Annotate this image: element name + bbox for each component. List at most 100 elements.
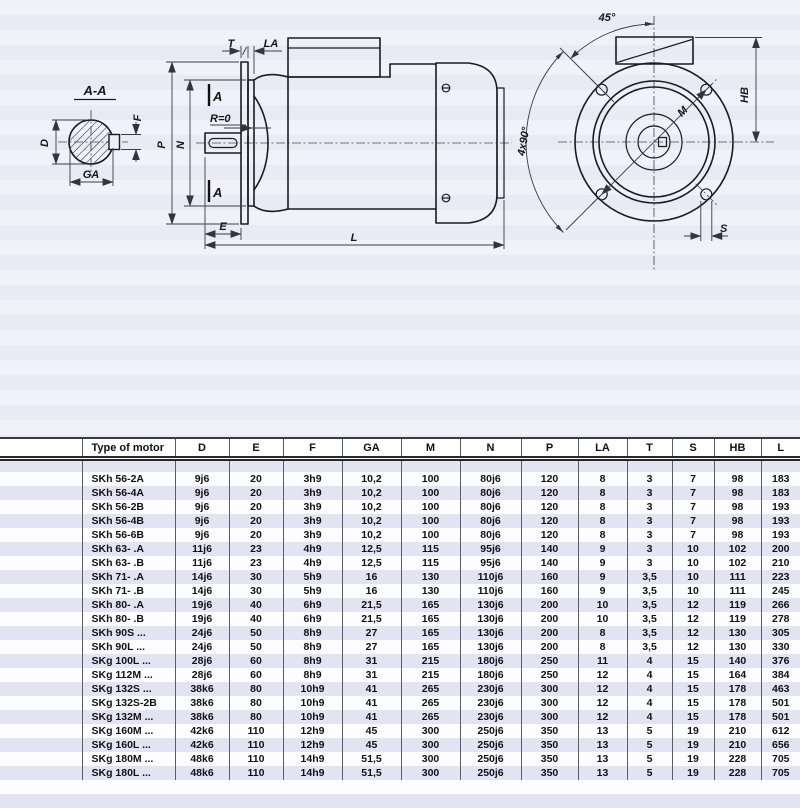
dimension-value-cell: 300 xyxy=(401,752,460,766)
column-header: HB xyxy=(714,438,761,459)
dimension-value-cell: 120 xyxy=(521,514,578,528)
column-header: P xyxy=(521,438,578,459)
dimension-value-cell: 8 xyxy=(578,640,627,654)
dimension-value-cell: 6h9 xyxy=(283,598,342,612)
dimension-value-cell: 9 xyxy=(578,584,627,598)
dimension-value-cell: 230j6 xyxy=(460,696,521,710)
dimension-value-cell: 27 xyxy=(342,640,401,654)
column-header: Type of motor xyxy=(82,438,175,459)
dimension-value-cell: 501 xyxy=(761,710,800,724)
dimension-value-cell: 20 xyxy=(229,528,283,542)
section-view-aa: A-A D F GA xyxy=(39,83,144,186)
dimension-value-cell: 3h9 xyxy=(283,500,342,514)
dimension-value-cell: 95j6 xyxy=(460,556,521,570)
dimension-value-cell: 612 xyxy=(761,724,800,738)
dimension-value-cell: 180j6 xyxy=(460,668,521,682)
dim-arc-4x90 xyxy=(526,52,563,233)
dimension-value-cell: 278 xyxy=(761,612,800,626)
dimension-value-cell: 300 xyxy=(401,724,460,738)
dimension-value-cell: 330 xyxy=(761,640,800,654)
dimension-value-cell: 119 xyxy=(714,598,761,612)
dimension-value-cell: 12h9 xyxy=(283,738,342,752)
dimension-value-cell: 7 xyxy=(672,472,714,486)
dimension-value-cell: 12,5 xyxy=(342,542,401,556)
dimension-value-cell: 160 xyxy=(521,584,578,598)
dimension-value-cell: 8 xyxy=(578,528,627,542)
dimension-value-cell: 193 xyxy=(761,500,800,514)
dimension-value-cell: 193 xyxy=(761,514,800,528)
dimension-value-cell: 165 xyxy=(401,598,460,612)
dimension-value-cell: 3,5 xyxy=(627,640,672,654)
dimension-value-cell: 4 xyxy=(627,696,672,710)
dimension-value-cell: 27 xyxy=(342,626,401,640)
dimension-value-cell: 12 xyxy=(672,612,714,626)
dimension-value-cell: 16 xyxy=(342,570,401,584)
dimension-value-cell: 210 xyxy=(714,738,761,752)
dimension-value-cell: 115 xyxy=(401,556,460,570)
dimension-value-cell: 250 xyxy=(521,654,578,668)
dim-label-t: T xyxy=(228,38,236,50)
dimension-value-cell: 15 xyxy=(672,668,714,682)
dimension-value-cell: 165 xyxy=(401,612,460,626)
dimension-value-cell: 98 xyxy=(714,514,761,528)
dimension-value-cell: 38k6 xyxy=(175,696,229,710)
dimension-value-cell: 30 xyxy=(229,584,283,598)
dimension-value-cell: 3h9 xyxy=(283,528,342,542)
dimension-value-cell: 23 xyxy=(229,542,283,556)
dimension-value-cell: 215 xyxy=(401,654,460,668)
dimension-value-cell: 250j6 xyxy=(460,766,521,780)
dimension-value-cell: 24j6 xyxy=(175,626,229,640)
dimension-value-cell: 3,5 xyxy=(627,570,672,584)
dimension-value-cell: 3 xyxy=(627,528,672,542)
dim-label-l: L xyxy=(351,232,358,244)
dimension-value-cell: 9 xyxy=(578,556,627,570)
dimension-value-cell: 266 xyxy=(761,598,800,612)
dimension-value-cell: 20 xyxy=(229,500,283,514)
dimension-value-cell: 130j6 xyxy=(460,626,521,640)
dimension-value-cell: 10 xyxy=(578,612,627,626)
dimension-value-cell: 5h9 xyxy=(283,570,342,584)
dimension-value-cell: 10h9 xyxy=(283,682,342,696)
dimension-value-cell: 110 xyxy=(229,752,283,766)
dimension-value-cell: 100 xyxy=(401,528,460,542)
dim-label-hb: HB xyxy=(739,87,751,103)
dimension-value-cell: 11 xyxy=(578,654,627,668)
dimension-value-cell: 42k6 xyxy=(175,738,229,752)
dimension-value-cell: 28j6 xyxy=(175,654,229,668)
dimension-value-cell: 19 xyxy=(672,752,714,766)
dimension-value-cell: 305 xyxy=(761,626,800,640)
dimension-value-cell: 3,5 xyxy=(627,584,672,598)
dimension-value-cell: 228 xyxy=(714,766,761,780)
dimension-value-cell: 60 xyxy=(229,668,283,682)
dimension-value-cell: 98 xyxy=(714,528,761,542)
dimension-value-cell: 8 xyxy=(578,472,627,486)
dimension-value-cell: 140 xyxy=(714,654,761,668)
dimension-value-cell: 7 xyxy=(672,528,714,542)
dimension-value-cell: 20 xyxy=(229,472,283,486)
dimension-value-cell: 30 xyxy=(229,570,283,584)
dimension-value-cell: 10 xyxy=(672,570,714,584)
dimension-value-cell: 50 xyxy=(229,626,283,640)
dimension-value-cell: 228 xyxy=(714,752,761,766)
terminal-box-diagonal xyxy=(617,40,692,63)
column-header: GA xyxy=(342,438,401,459)
motor-type-cell: SKh 56-2B xyxy=(82,500,175,514)
dimension-value-cell: 230j6 xyxy=(460,710,521,724)
dimension-value-cell: 350 xyxy=(521,738,578,752)
dimension-value-cell: 5h9 xyxy=(283,584,342,598)
dimension-value-cell: 14h9 xyxy=(283,752,342,766)
dimension-value-cell: 265 xyxy=(401,682,460,696)
dimension-value-cell: 45 xyxy=(342,724,401,738)
dimension-value-cell: 120 xyxy=(521,486,578,500)
dimension-value-cell: 178 xyxy=(714,682,761,696)
dimension-value-cell: 4 xyxy=(627,710,672,724)
dimension-value-cell: 164 xyxy=(714,668,761,682)
